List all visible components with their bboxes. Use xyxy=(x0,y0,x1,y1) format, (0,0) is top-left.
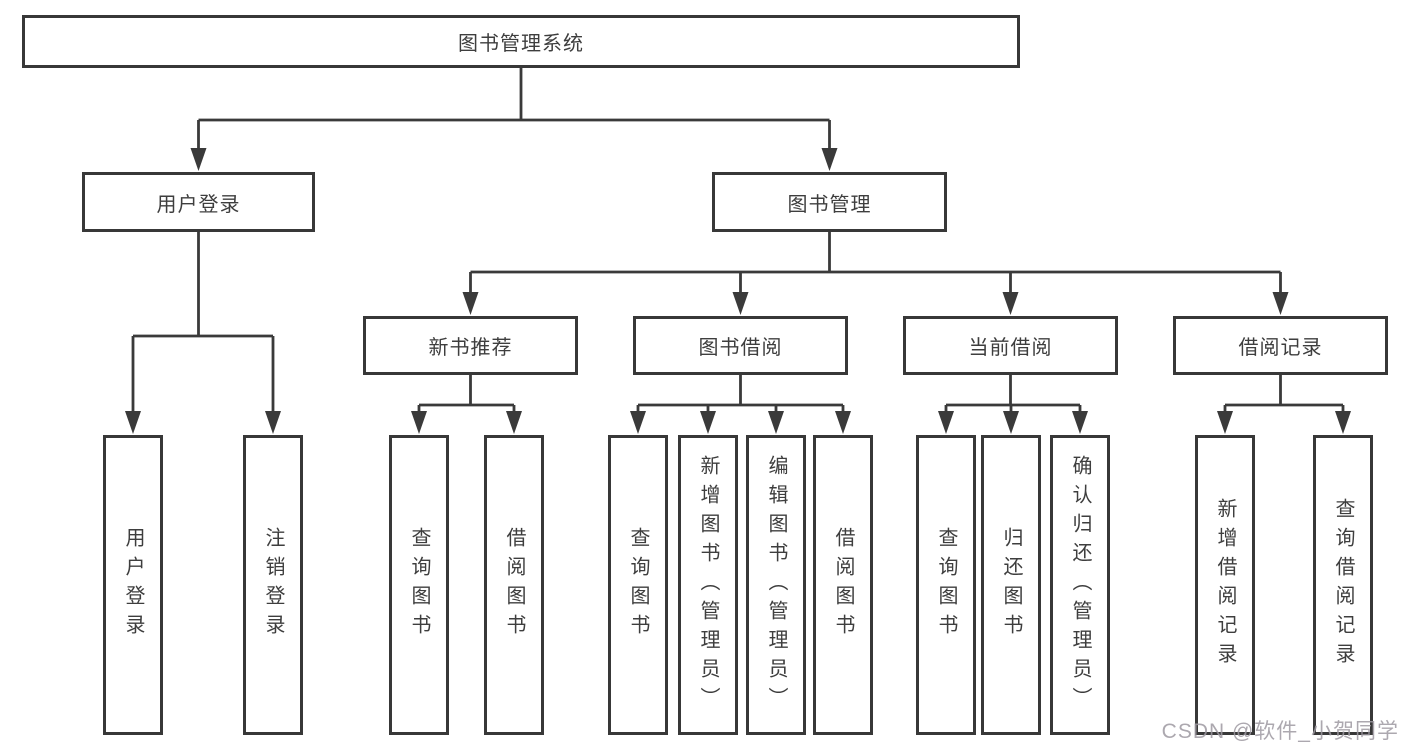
node-user-login: 用户登录 xyxy=(82,172,315,232)
node-label-leaf-query-book-3: 查询图书 xyxy=(935,527,957,643)
arrowhead-icon xyxy=(732,292,749,315)
node-label-leaf-query-book-1: 查询图书 xyxy=(408,527,430,643)
arrowhead-icon xyxy=(1002,292,1019,315)
arrowhead-icon xyxy=(506,411,522,434)
arrowhead-icon xyxy=(938,411,954,434)
arrowhead-icon xyxy=(265,411,281,434)
arrowhead-icon xyxy=(700,411,716,434)
arrowhead-icon xyxy=(1003,411,1019,434)
node-leaf-add-record: 新增借阅记录 xyxy=(1195,435,1255,735)
node-book-mgmt: 图书管理 xyxy=(712,172,947,232)
node-leaf-borrow-book-2: 借阅图书 xyxy=(813,435,873,735)
node-label-leaf-return-book: 归还图书 xyxy=(1000,527,1022,643)
arrowhead-icon xyxy=(630,411,646,434)
node-new-book-rec: 新书推荐 xyxy=(363,316,578,375)
node-leaf-query-book-3: 查询图书 xyxy=(916,435,976,735)
node-label-leaf-edit-book: 编辑图书（管理员） xyxy=(765,454,787,716)
node-label-leaf-borrow-book-1: 借阅图书 xyxy=(503,527,525,643)
node-leaf-logout: 注销登录 xyxy=(243,435,303,735)
node-root: 图书管理系统 xyxy=(22,15,1020,68)
node-label-leaf-add-book: 新增图书（管理员） xyxy=(697,454,719,716)
node-book-borrow: 图书借阅 xyxy=(633,316,848,375)
node-leaf-query-book-2: 查询图书 xyxy=(608,435,668,735)
arrowhead-icon xyxy=(1072,411,1088,434)
arrowhead-icon xyxy=(835,411,851,434)
node-label-book-mgmt: 图书管理 xyxy=(787,193,872,216)
node-leaf-user-login: 用户登录 xyxy=(103,435,163,735)
arrowhead-icon xyxy=(125,411,141,434)
node-label-current-borrow: 当前借阅 xyxy=(968,337,1053,359)
arrowhead-icon xyxy=(462,292,479,315)
node-label-borrow-record: 借阅记录 xyxy=(1238,337,1323,359)
arrowhead-icon xyxy=(1335,411,1351,434)
node-leaf-query-book-1: 查询图书 xyxy=(389,435,449,735)
node-label-book-borrow: 图书借阅 xyxy=(698,337,783,359)
node-leaf-confirm-return: 确认归还（管理员） xyxy=(1050,435,1110,735)
node-label-leaf-confirm-return: 确认归还（管理员） xyxy=(1069,454,1091,716)
node-label-user-login: 用户登录 xyxy=(156,193,241,216)
arrowhead-icon xyxy=(190,148,207,171)
node-label-root: 图书管理系统 xyxy=(458,33,584,55)
node-label-new-book-rec: 新书推荐 xyxy=(428,337,513,359)
arrowhead-icon xyxy=(768,411,784,434)
node-current-borrow: 当前借阅 xyxy=(903,316,1118,375)
watermark: CSDN @软件_小贺同学 xyxy=(1161,720,1399,743)
node-label-leaf-query-book-2: 查询图书 xyxy=(627,527,649,643)
node-leaf-edit-book: 编辑图书（管理员） xyxy=(746,435,806,735)
node-leaf-return-book: 归还图书 xyxy=(981,435,1041,735)
node-leaf-borrow-book-1: 借阅图书 xyxy=(484,435,544,735)
arrowhead-icon xyxy=(411,411,427,434)
node-leaf-add-book: 新增图书（管理员） xyxy=(678,435,738,735)
arrowhead-icon xyxy=(821,148,838,171)
node-label-leaf-user-login: 用户登录 xyxy=(122,527,144,643)
node-label-leaf-logout: 注销登录 xyxy=(262,527,284,643)
arrowhead-icon xyxy=(1217,411,1233,434)
node-leaf-query-record: 查询借阅记录 xyxy=(1313,435,1373,735)
node-label-leaf-add-record: 新增借阅记录 xyxy=(1214,498,1236,672)
node-label-leaf-query-record: 查询借阅记录 xyxy=(1332,498,1354,672)
node-label-leaf-borrow-book-2: 借阅图书 xyxy=(832,527,854,643)
node-borrow-record: 借阅记录 xyxy=(1173,316,1388,375)
arrowhead-icon xyxy=(1272,292,1289,315)
